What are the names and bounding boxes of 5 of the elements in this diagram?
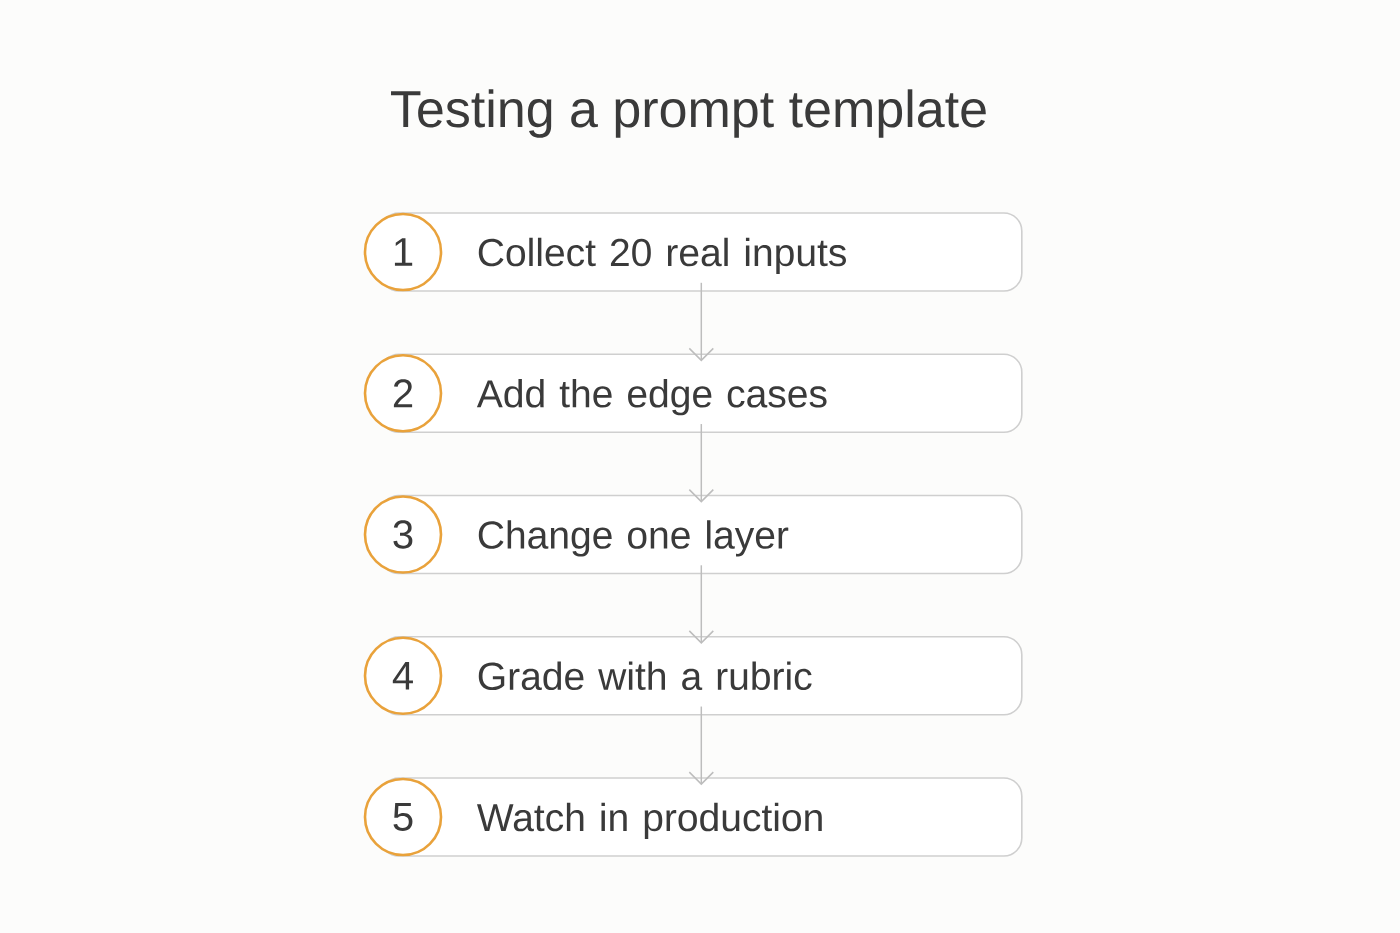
arrow — [688, 564, 715, 644]
arrow — [688, 705, 715, 786]
title: Testing a prompt template — [391, 89, 986, 138]
arrow — [688, 423, 715, 503]
arrow — [688, 282, 715, 362]
